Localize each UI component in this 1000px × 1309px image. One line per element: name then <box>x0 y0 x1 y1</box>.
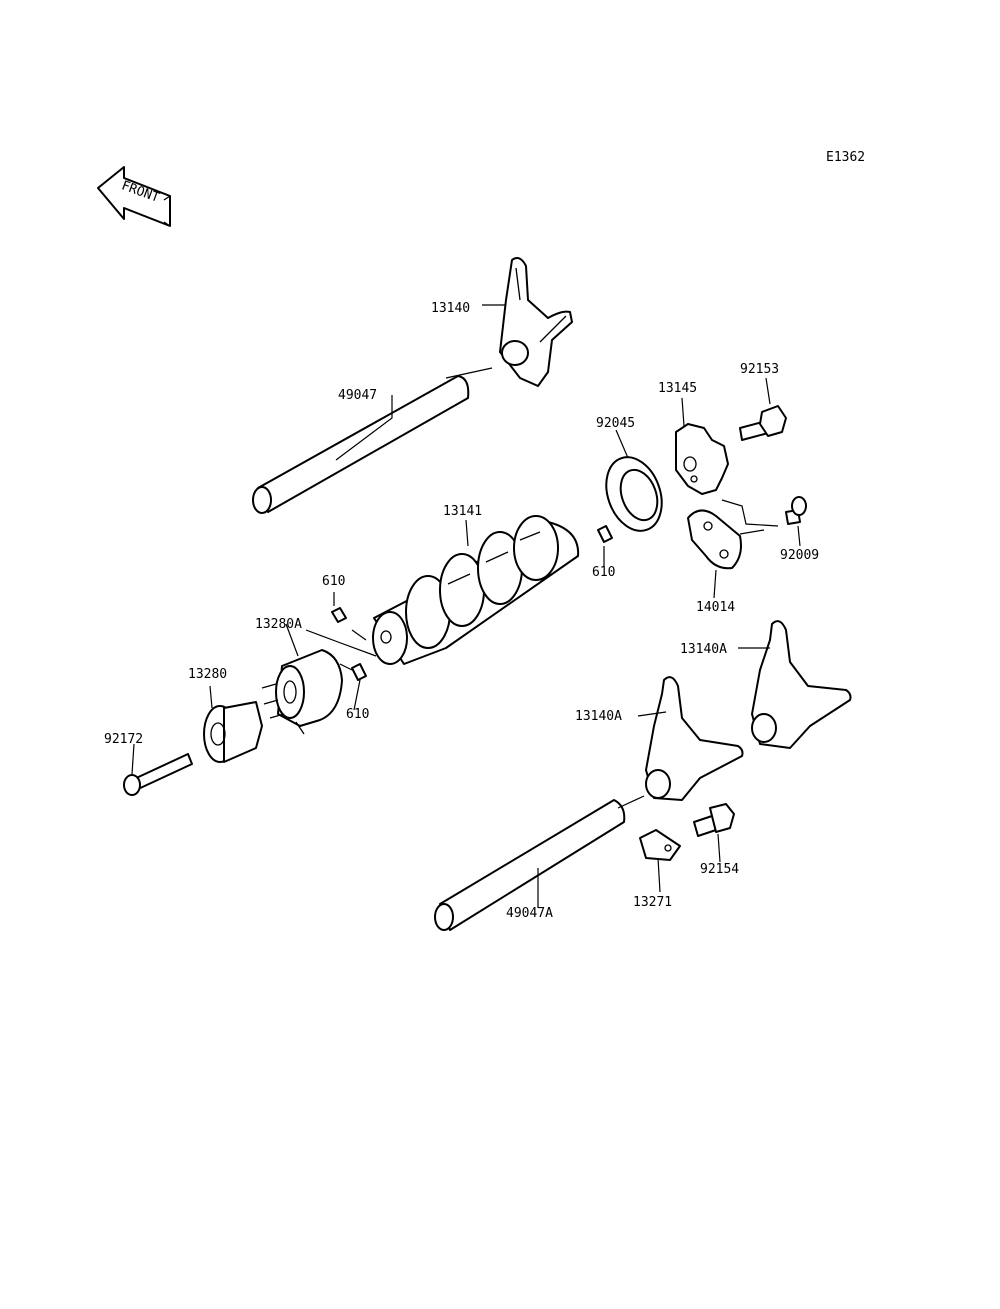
shift-drum-13141 <box>372 515 580 665</box>
label-13271: 13271 <box>633 895 672 910</box>
screw-92009 <box>785 496 807 525</box>
label-92153: 92153 <box>740 362 779 377</box>
shift-fork-13140A-left <box>645 676 744 801</box>
label-13140A-right: 13140A <box>680 642 727 657</box>
label-14014: 14014 <box>696 600 735 615</box>
holder-13280 <box>203 701 263 763</box>
plate-14014 <box>687 509 742 570</box>
pin-610-bottom <box>351 663 367 681</box>
bolt-92154 <box>693 803 735 837</box>
shift-fork-13140A-right <box>751 620 852 749</box>
front-arrow-icon: FRONT <box>97 166 171 227</box>
plate-13271 <box>639 829 681 861</box>
label-49047: 49047 <box>338 388 377 403</box>
label-13140A-left: 13140A <box>575 709 622 724</box>
label-92009: 92009 <box>780 548 819 563</box>
label-92172: 92172 <box>104 732 143 747</box>
leader-lines <box>131 304 801 908</box>
pin-610-top <box>331 607 347 623</box>
label-13280: 13280 <box>188 667 227 682</box>
label-49047A: 49047A <box>506 906 553 921</box>
label-13140: 13140 <box>431 301 470 316</box>
label-610-right: 610 <box>592 565 615 580</box>
shift-fork-13140 <box>499 257 573 387</box>
label-610-bottom: 610 <box>346 707 369 722</box>
label-13145: 13145 <box>658 381 697 396</box>
shaft-49047A <box>434 799 626 931</box>
label-13280A: 13280A <box>255 617 302 632</box>
label-92045: 92045 <box>596 416 635 431</box>
pin-610-right <box>597 525 613 543</box>
label-610-top: 610 <box>322 574 345 589</box>
cam-13145 <box>675 423 729 495</box>
bolt-92172 <box>123 753 193 796</box>
label-92154: 92154 <box>700 862 739 877</box>
bearing-92045 <box>605 456 663 532</box>
bolt-92153 <box>739 405 787 441</box>
holder-13280A <box>261 649 343 735</box>
shaft-49047 <box>252 375 470 514</box>
label-13141: 13141 <box>443 504 482 519</box>
diagram-code: E1362 <box>826 150 865 165</box>
